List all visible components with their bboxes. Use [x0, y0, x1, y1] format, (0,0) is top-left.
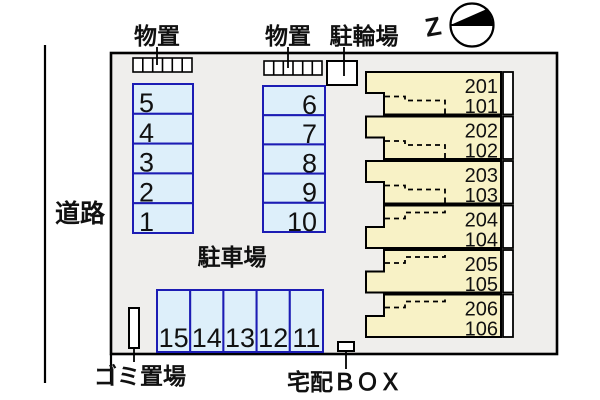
garbage-area-label: ゴミ置場 — [94, 363, 186, 389]
storage-shed-1-dividers — [142, 58, 183, 72]
parking-space-number: 13 — [225, 323, 255, 353]
room-number-lower: 101 — [465, 96, 498, 118]
room-number-upper: 203 — [465, 165, 498, 187]
room-number-upper: 206 — [465, 299, 498, 321]
unit-outline — [365, 160, 502, 205]
parking-space-number: 3 — [139, 148, 154, 178]
compass-needle — [450, 8, 494, 25]
parking-space — [132, 142, 194, 175]
unit-balcony-strip — [502, 115, 514, 160]
parking-row-bottom: 15 14 13 12 11 — [156, 289, 324, 353]
storage-shed-1 — [132, 57, 193, 73]
room-number-lower: 104 — [465, 230, 498, 252]
bicycle-parking-area — [326, 60, 358, 86]
room-number-lower: 106 — [465, 319, 498, 341]
room-number-upper: 202 — [465, 121, 498, 143]
storage-2-label: 物置 — [265, 23, 311, 49]
parking-space-number: 1 — [139, 207, 154, 237]
storage-1-label: 物置 — [134, 23, 180, 49]
unit-balcony-strip — [502, 293, 514, 338]
north-letter: Z — [423, 11, 444, 43]
unit-outline — [365, 204, 502, 249]
parking-space — [262, 143, 326, 175]
parking-space-number: 14 — [192, 323, 222, 353]
parking-space-number: 8 — [302, 148, 317, 178]
parking-space — [262, 201, 326, 234]
building-unit-201-101: 201 101 — [365, 71, 514, 118]
room-number-upper: 201 — [465, 76, 498, 98]
building-unit-205-105: 205 105 — [365, 249, 514, 296]
north-arrow-icon: Z — [423, 2, 495, 48]
room-number-upper: 205 — [465, 254, 498, 276]
parking-space — [262, 114, 326, 146]
parking-space — [132, 112, 194, 145]
unit-balcony-strip — [502, 160, 514, 205]
road-label: 道路 — [55, 199, 106, 228]
parking-space — [132, 172, 194, 205]
room-number-lower: 103 — [465, 185, 498, 207]
parking-space-number: 12 — [258, 323, 288, 353]
unit-balcony-strip — [502, 204, 514, 249]
parking-space — [132, 83, 194, 115]
parking-space-number: 9 — [302, 178, 317, 208]
parking-space — [132, 202, 194, 234]
unit-interior-dashed-line — [385, 250, 446, 264]
unit-balcony-strip — [502, 249, 514, 294]
unit-outline — [365, 115, 502, 160]
parking-column-middle: 6 7 8 9 10 — [262, 85, 326, 237]
parking-space-number: 10 — [287, 207, 317, 237]
delivery-box — [337, 341, 355, 352]
building-unit-206-106: 206 106 — [365, 293, 514, 341]
room-number-lower: 105 — [465, 274, 498, 296]
parking-space — [262, 85, 326, 117]
unit-interior-dashed-line — [385, 294, 446, 309]
unit-interior-dashed-line — [385, 184, 446, 204]
parking-lot-label: 駐車場 — [198, 244, 267, 270]
storage-shed-2 — [263, 60, 323, 76]
parking-space-number: 2 — [139, 177, 154, 207]
unit-outline — [365, 293, 502, 338]
parking-space — [288, 289, 324, 353]
parking-space-number: 4 — [139, 118, 154, 148]
unit-outline — [365, 249, 502, 294]
room-number-lower: 102 — [465, 141, 498, 163]
parking-space-number: 15 — [159, 323, 189, 353]
building-unit-202-102: 202 102 — [365, 115, 514, 163]
parking-space-number: 7 — [302, 119, 317, 149]
garbage-area-box — [128, 307, 140, 349]
building-unit-203-103: 203 103 — [365, 160, 514, 207]
parking-space-number: 5 — [139, 88, 154, 118]
room-number-upper: 204 — [465, 210, 498, 232]
unit-outline — [365, 71, 502, 116]
unit-interior-dashed-line — [385, 95, 446, 115]
unit-interior-dashed-line — [385, 140, 446, 159]
parking-column-left: 5 4 3 2 1 — [132, 83, 194, 237]
parking-space — [255, 289, 291, 353]
parking-space — [222, 289, 258, 353]
unit-balcony-strip — [502, 71, 514, 116]
parking-space-number: 6 — [302, 90, 317, 120]
parking-space — [189, 289, 225, 353]
delivery-box-label: 宅配ＢＯＸ — [287, 369, 402, 395]
building-unit-204-104: 204 104 — [365, 204, 514, 252]
parking-space-number: 11 — [292, 323, 320, 353]
storage-shed-2-dividers — [272, 61, 314, 75]
unit-interior-dashed-line — [385, 205, 446, 220]
bicycle-parking-label: 駐輪場 — [330, 23, 399, 49]
